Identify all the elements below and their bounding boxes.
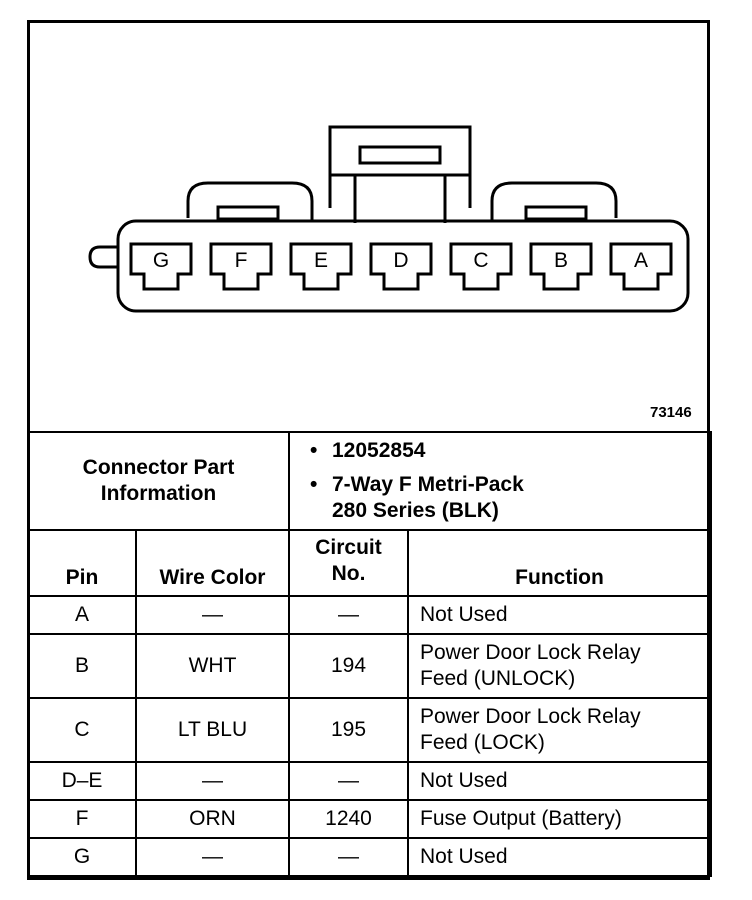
latch-stem (330, 173, 470, 223)
wire-color-cell: ORN (135, 799, 290, 839)
cavity-label-b: B (554, 249, 568, 272)
table-row: G——Not Used (27, 837, 712, 877)
part-info-row: Connector Part Information •12052854 •7-… (27, 431, 712, 531)
cavity-c (449, 242, 513, 291)
cavity-label-g: G (153, 249, 169, 272)
wire-color-cell: — (135, 837, 290, 877)
cavity-label-f: F (235, 249, 248, 272)
latch-slot (358, 145, 442, 165)
pin-cell: F (27, 799, 137, 839)
cavity-d (369, 242, 433, 291)
header-function: Function (407, 529, 712, 597)
wire-color-cell: — (135, 761, 290, 801)
connector-table: Connector Part Information •12052854 •7-… (27, 431, 712, 877)
header-pin: Pin (27, 529, 137, 597)
side-tab (88, 245, 118, 269)
circuit-cell: — (288, 761, 409, 801)
pin-cell: A (27, 595, 137, 635)
header-wire-color: Wire Color (135, 529, 290, 597)
circuit-cell: 194 (288, 633, 409, 699)
connector-diagram: G F E D C B A 73146 (88, 125, 692, 421)
cavity-label-d: D (393, 249, 408, 272)
part-number: •12052854 (310, 439, 426, 462)
cavity-label-c: C (473, 249, 488, 272)
cavity-label-a: A (634, 249, 648, 272)
part-description-cont: 280 Series (BLK) (332, 499, 499, 522)
pin-cell: G (27, 837, 137, 877)
part-description: •7-Way F Metri-Pack (310, 473, 524, 496)
part-info-label: Connector Part Information (27, 431, 290, 531)
wire-color-cell: — (135, 595, 290, 635)
pin-cell: C (27, 697, 137, 763)
function-cell: Not Used (407, 595, 712, 635)
figure-number: 73146 (650, 404, 692, 421)
cavity-g (129, 242, 193, 291)
circuit-cell: 1240 (288, 799, 409, 839)
circuit-cell: 195 (288, 697, 409, 763)
table-row: A——Not Used (27, 595, 712, 635)
wire-color-cell: LT BLU (135, 697, 290, 763)
function-cell: Fuse Output (Battery) (407, 799, 712, 839)
circuit-cell: — (288, 595, 409, 635)
right-hump-window (524, 205, 588, 221)
pin-cell: B (27, 633, 137, 699)
left-hump-window (216, 205, 280, 221)
cavity-e (289, 242, 353, 291)
pin-cell: D–E (27, 761, 137, 801)
cavity-b (529, 242, 593, 291)
table-row: D–E——Not Used (27, 761, 712, 801)
circuit-cell: — (288, 837, 409, 877)
function-cell: Not Used (407, 837, 712, 877)
top-latch (328, 125, 472, 208)
left-hump (186, 181, 314, 221)
cavity-a (609, 242, 673, 291)
cavity-label-e: E (314, 249, 328, 272)
right-hump (490, 181, 618, 221)
part-info-values: •12052854 •7-Way F Metri-Pack 280 Series… (288, 431, 712, 531)
cavity-f (209, 242, 273, 291)
function-cell: Not Used (407, 761, 712, 801)
wire-color-cell: WHT (135, 633, 290, 699)
